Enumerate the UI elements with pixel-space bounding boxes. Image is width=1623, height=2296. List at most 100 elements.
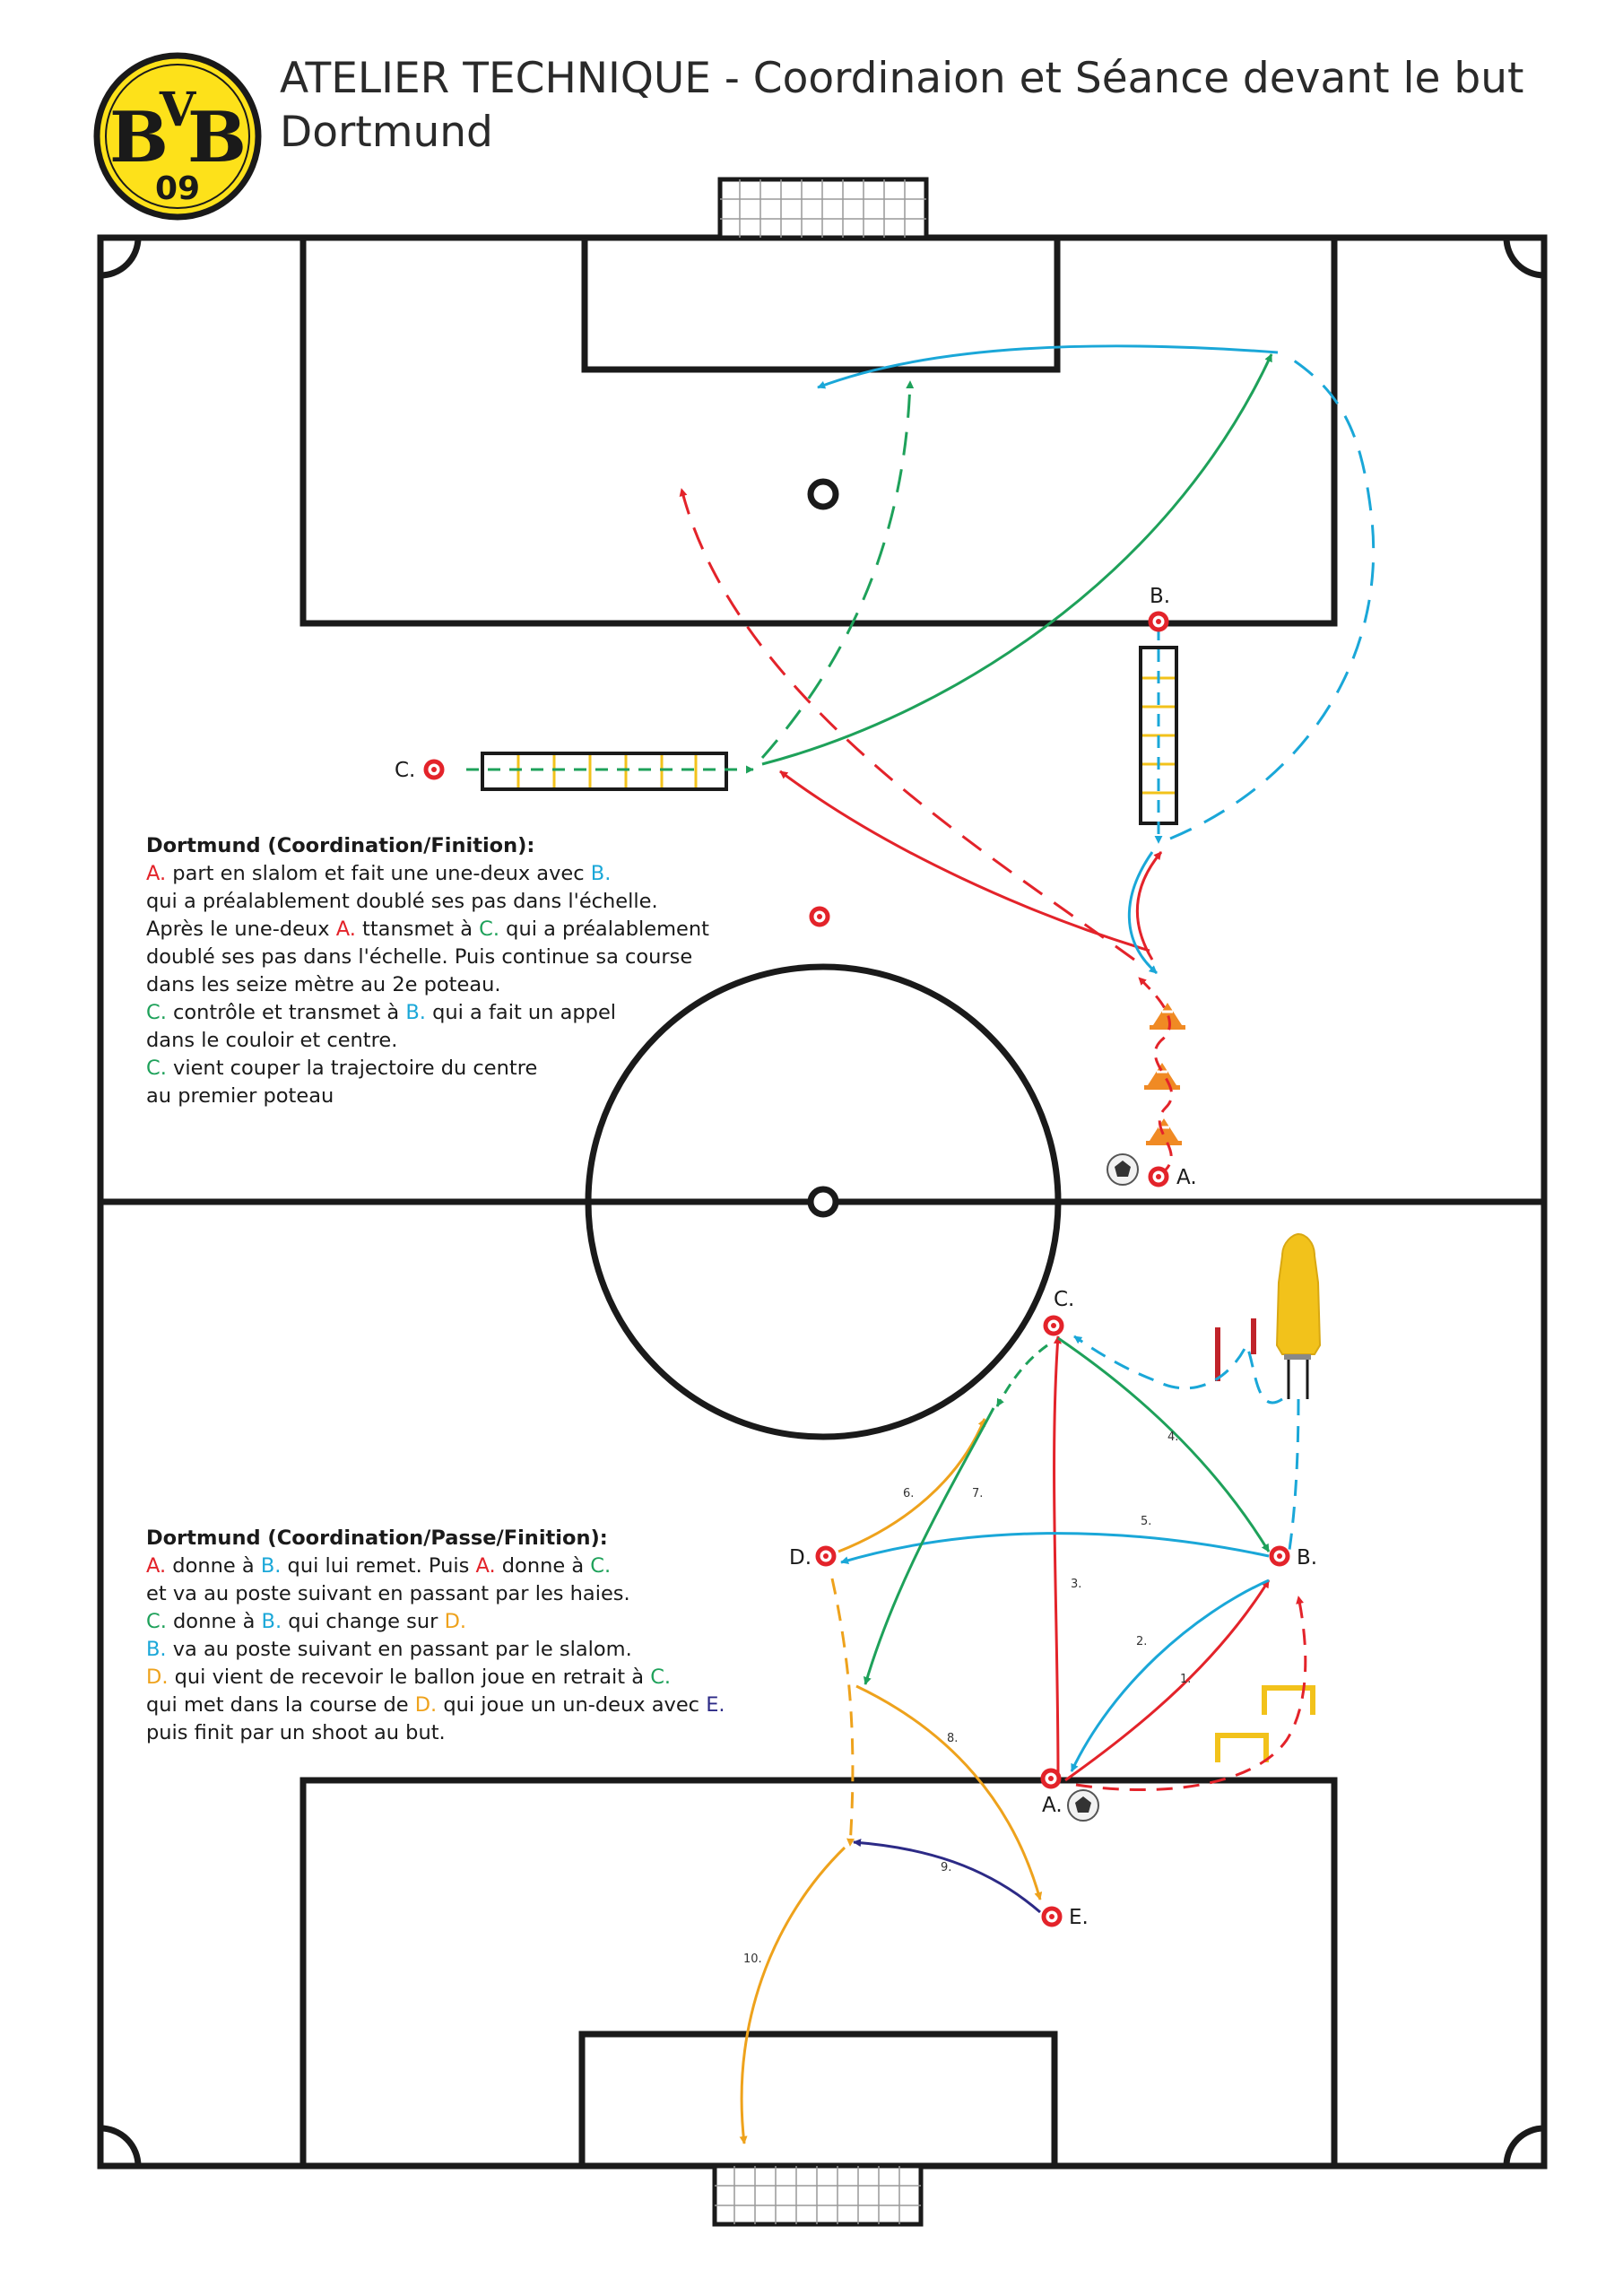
text-segment: vient couper la trajectoire du centre <box>166 1057 538 1080</box>
page-subtitle: Dortmund <box>280 108 493 157</box>
drill1-text-line: A. part en slalom et fait une une-deux a… <box>146 860 709 888</box>
text-segment: qui met dans la course de <box>146 1693 415 1717</box>
corner-arc-tl <box>100 237 142 279</box>
drill1-player-B-marker <box>1148 611 1169 632</box>
player-ref: B. <box>590 862 612 885</box>
drill1-label-A: A. <box>1176 1166 1197 1189</box>
player-ref: C. <box>650 1665 672 1689</box>
corner-arc-br <box>1503 2125 1545 2167</box>
player-ref: D. <box>414 1693 438 1717</box>
text-segment: dans les seize mètre au 2e poteau. <box>146 973 501 996</box>
text-segment: contrôle et transmet à <box>166 1001 406 1024</box>
top-penalty-spot <box>807 478 839 510</box>
drill2-text-line: A. donne à B. qui lui remet. Puis A. don… <box>146 1552 725 1580</box>
drill2-player-E-marker <box>1041 1906 1063 1927</box>
text-segment: qui vient de recevoir le ballon joue en … <box>168 1665 651 1689</box>
drill2-arrows <box>739 1335 1307 2144</box>
drill2-player-B-marker <box>1269 1545 1290 1567</box>
text-segment: qui lui remet. Puis <box>281 1554 476 1578</box>
drill1-label-B: B. <box>1150 585 1170 608</box>
drill2-player-D-marker <box>815 1545 837 1567</box>
step-number: 2. <box>1136 1635 1147 1648</box>
text-segment: qui change sur <box>282 1610 445 1633</box>
player-ref: D. <box>444 1610 467 1633</box>
cone-icon <box>1146 1118 1182 1145</box>
player-ref: B. <box>261 1610 282 1633</box>
drill1-text-line: doublé ses pas dans l'échelle. Puis cont… <box>146 944 709 971</box>
drill2-player-C-marker <box>1043 1315 1064 1336</box>
drill1-description: Dortmund (Coordination/Finition): A. par… <box>146 832 709 1110</box>
center-circle <box>585 963 1062 1440</box>
ball-icon <box>1067 1789 1099 1822</box>
step-number: 4. <box>1167 1431 1178 1444</box>
drill2-label-D: D. <box>789 1546 812 1570</box>
player-ref: B. <box>405 1001 426 1024</box>
drill2-text-line: qui met dans la course de D. qui joue un… <box>146 1692 725 1719</box>
step-number: 10. <box>743 1952 762 1966</box>
drill2-text-line: B. va au poste suivant en passant par le… <box>146 1636 725 1664</box>
player-ref: C. <box>146 1057 167 1080</box>
drill2-label-E: E. <box>1069 1906 1089 1929</box>
player-ref: A. <box>475 1554 496 1578</box>
text-segment: qui joue un un-deux avec <box>437 1693 707 1717</box>
step-number: 1. <box>1180 1673 1191 1686</box>
player-ref: A. <box>146 862 167 885</box>
drill1-text-line: qui a préalablement doublé ses pas dans … <box>146 888 709 916</box>
text-segment: qui a préalablement doublé ses pas dans … <box>146 890 658 913</box>
drill1-extra-marker <box>809 906 830 927</box>
drill1-arrows <box>466 344 1376 1177</box>
drill2-description: Dortmund (Coordination/Passe/Finition): … <box>146 1525 725 1747</box>
step-number: 8. <box>947 1732 958 1745</box>
player-ref: C. <box>146 1610 167 1633</box>
drill2-player-A-marker <box>1040 1768 1062 1789</box>
text-segment: qui a fait un appel <box>425 1001 617 1024</box>
drill2-label-C: C. <box>1054 1288 1074 1311</box>
player-ref: B. <box>260 1554 282 1578</box>
drill1-text-line: dans les seize mètre au 2e poteau. <box>146 971 709 999</box>
text-segment: part en slalom et fait une une-deux avec <box>166 862 591 885</box>
svg-text:09: 09 <box>155 170 200 207</box>
cone-icon <box>1150 1003 1185 1030</box>
bottom-penalty-area <box>299 1777 1338 2170</box>
ball-icon <box>1107 1153 1139 1186</box>
page-title: ATELIER TECHNIQUE - Coordinaion et Séanc… <box>280 54 1524 103</box>
player-ref: C. <box>146 1001 167 1024</box>
bvb-crest-icon: B V B 09 <box>93 52 262 221</box>
drill2-label-B: B. <box>1297 1546 1317 1570</box>
drill2-heading: Dortmund (Coordination/Passe/Finition): <box>146 1526 608 1550</box>
text-segment: dans le couloir et centre. <box>146 1029 398 1052</box>
text-segment: doublé ses pas dans l'échelle. Puis cont… <box>146 945 693 969</box>
drill1-heading: Dortmund (Coordination/Finition): <box>146 834 535 857</box>
step-number: 5. <box>1141 1515 1151 1528</box>
player-ref: C. <box>479 918 500 941</box>
step-number: 7. <box>972 1487 983 1500</box>
bottom-goal-area <box>578 2031 1058 2170</box>
top-goal-area <box>581 234 1061 373</box>
player-ref: A. <box>146 1554 167 1578</box>
drill1-text-line: Après le une-deux A. ttansmet à C. qui a… <box>146 916 709 944</box>
ladder-icon <box>481 752 728 791</box>
drill1-player-C-marker <box>423 759 445 780</box>
player-ref: D. <box>146 1665 169 1689</box>
player-ref: E. <box>706 1693 725 1717</box>
drill2-text-line: D. qui vient de recevoir le ballon joue … <box>146 1664 725 1692</box>
text-segment: donne à <box>166 1610 262 1633</box>
svg-text:B: B <box>109 97 169 178</box>
text-segment: donne à <box>495 1554 591 1578</box>
corner-arc-bl <box>100 2125 142 2167</box>
drill1-text-line: C. vient couper la trajectoire du centre <box>146 1055 709 1083</box>
text-segment: et va au poste suivant en passant par le… <box>146 1582 630 1605</box>
player-ref: A. <box>335 918 356 941</box>
drill1-text-line: C. contrôle et transmet à B. qui a fait … <box>146 999 709 1027</box>
drill2-label-A: A. <box>1042 1794 1063 1817</box>
step-number: 6. <box>903 1487 914 1500</box>
drill2-text-line: C. donne à B. qui change sur D. <box>146 1608 725 1636</box>
slalom-pole-icon <box>1215 1318 1256 1381</box>
text-segment: va au poste suivant en passant par le sl… <box>166 1638 632 1661</box>
player-ref: B. <box>146 1638 167 1661</box>
drill2-text-line: puis finit par un shoot au but. <box>146 1719 725 1747</box>
drill1-text-line: dans le couloir et centre. <box>146 1027 709 1055</box>
center-spot <box>807 1186 839 1218</box>
text-segment: puis finit par un shoot au but. <box>146 1721 446 1744</box>
text-segment: au premier poteau <box>146 1084 334 1108</box>
